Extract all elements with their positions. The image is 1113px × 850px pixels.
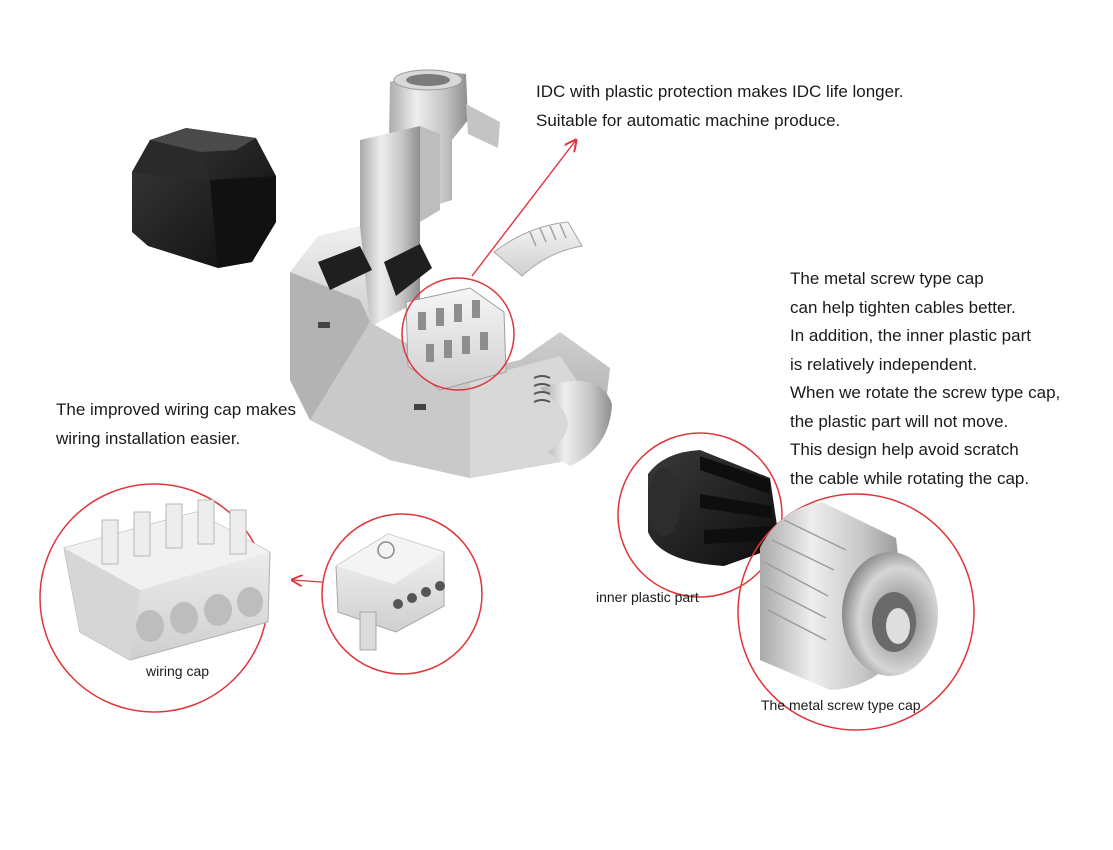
wiring-note-line: The improved wiring cap makes xyxy=(56,400,296,419)
screw-note-line: the plastic part will not move. xyxy=(790,411,1009,431)
idc-note-line: IDC with plastic protection makes IDC li… xyxy=(536,82,904,101)
wiring-cap-zoom xyxy=(39,483,483,713)
wiring-cap-note: The improved wiring cap makes wiring ins… xyxy=(56,396,296,453)
wiring-cap-label: wiring cap xyxy=(146,663,210,679)
idc-note-line: Suitable for automatic machine produce. xyxy=(536,110,841,130)
screw-note-line: This design help avoid scratch xyxy=(790,440,1019,459)
wiring-note-line: wiring installation easier. xyxy=(56,428,241,448)
black-dust-cap xyxy=(132,128,276,268)
screw-note-line: can help tighten cables better. xyxy=(790,297,1016,317)
screw-note-line: The metal screw type cap xyxy=(790,269,984,288)
screw-cap-note: The metal screw type cap can help tighte… xyxy=(790,265,1060,493)
plastic-clip xyxy=(493,221,583,277)
idc-callout xyxy=(401,140,576,391)
screw-note-line: In addition, the inner plastic part xyxy=(790,326,1031,345)
inner-plastic-part-label: inner plastic part xyxy=(596,589,699,605)
idc-protection-note: IDC with plastic protection makes IDC li… xyxy=(536,78,904,135)
screw-cap-zoom xyxy=(617,432,975,731)
screw-note-line: the cable while rotating the cap. xyxy=(790,468,1030,488)
screw-note-line: is relatively independent. xyxy=(790,354,978,374)
connector-body xyxy=(290,69,612,478)
screw-note-line: When we rotate the screw type cap, xyxy=(790,383,1061,402)
metal-screw-cap-label: The metal screw type cap xyxy=(761,697,921,713)
